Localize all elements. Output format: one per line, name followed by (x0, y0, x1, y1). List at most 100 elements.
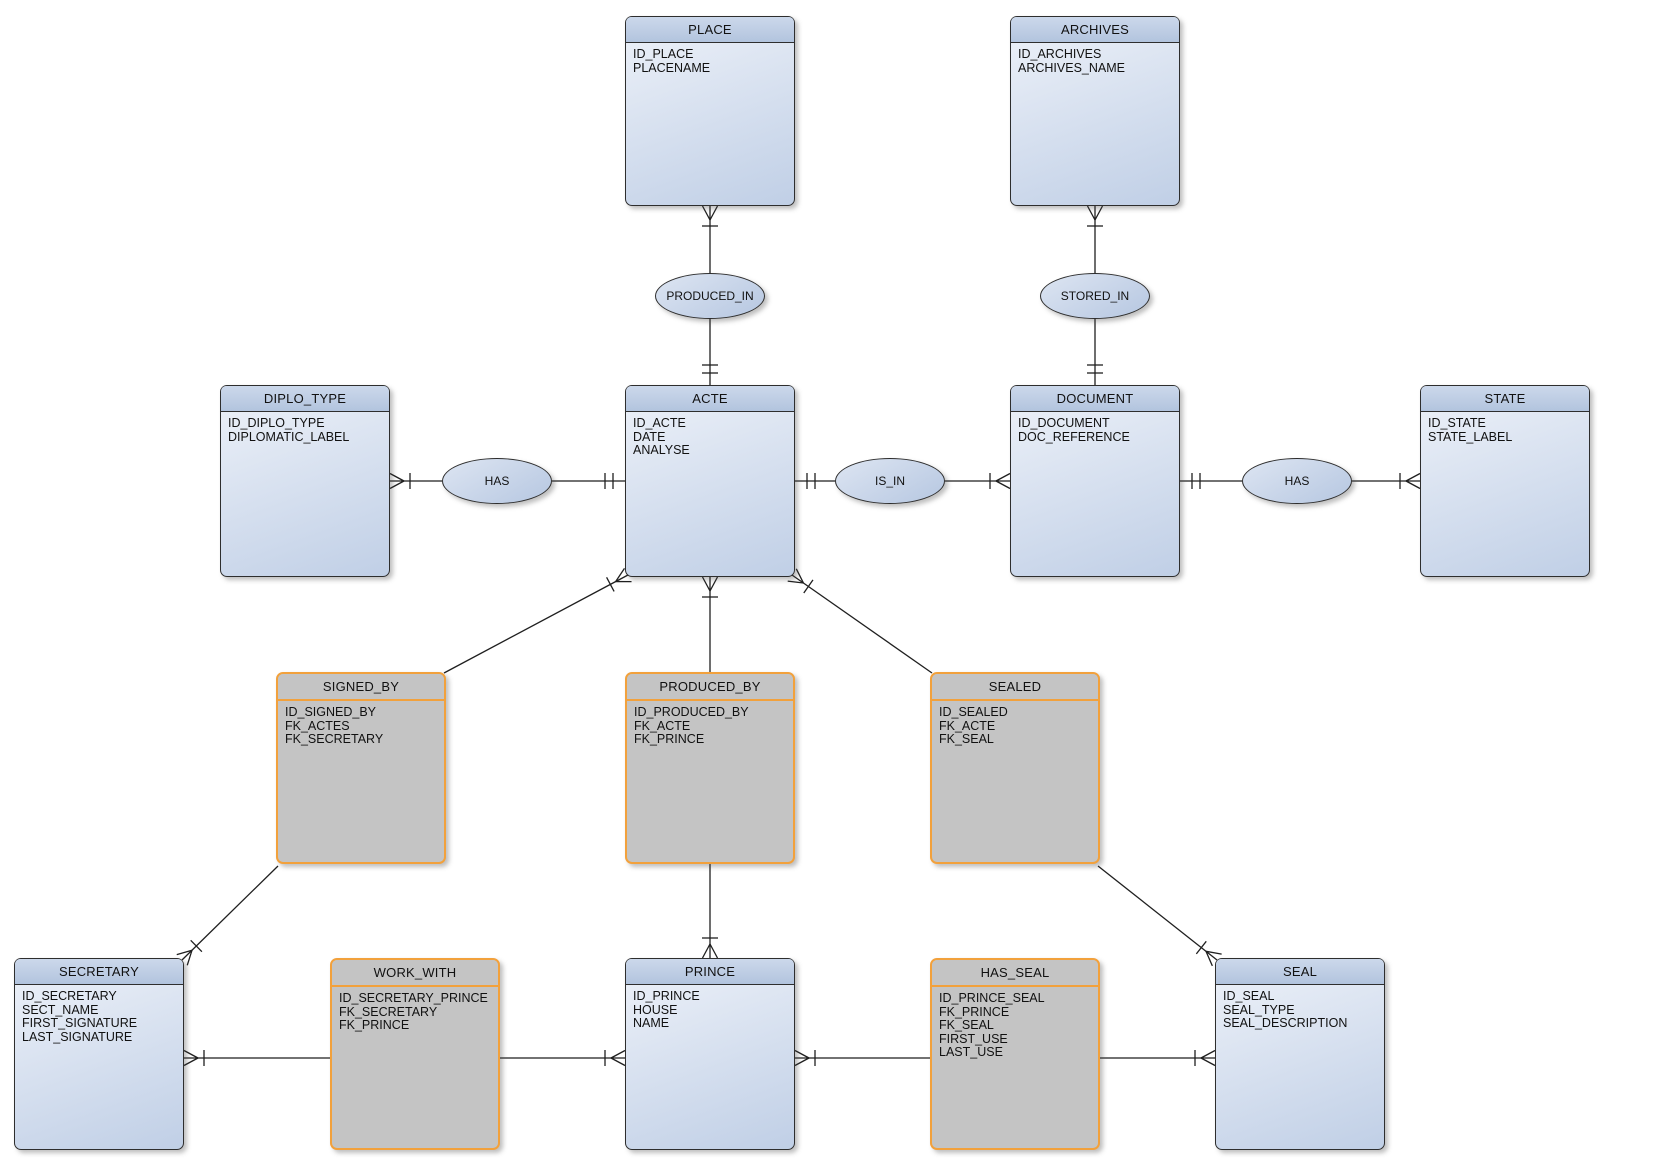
entity-header: HAS_SEAL (932, 960, 1098, 987)
entity-attribute: ID_SECRETARY (22, 989, 117, 1003)
entity-header: DIPLO_TYPE (221, 386, 389, 412)
entity-title: DOCUMENT (1056, 391, 1134, 406)
entity-attribute: ID_DIPLO_TYPE (228, 416, 325, 430)
entity-attribute: ID_PLACE (633, 47, 694, 61)
entity-attribute: ID_PRODUCED_BY (634, 705, 749, 719)
entity-attribute: SEAL_TYPE (1223, 1002, 1295, 1017)
entity-attribute: PLACENAME (633, 60, 711, 75)
entity-title: HAS_SEAL (980, 965, 1050, 980)
entity-attribute: ID_PRINCE (633, 989, 700, 1003)
entity-attribute: FK_ACTES (285, 718, 350, 733)
relationship-label: STORED_IN (1060, 289, 1130, 303)
entity-attribute: SEAL_DESCRIPTION (1223, 1016, 1348, 1030)
entity-attribute: STATE_LABEL (1428, 429, 1513, 444)
entity-attribute: ID_SIGNED_BY (285, 705, 377, 719)
entity-title: ARCHIVES (1060, 22, 1130, 37)
entity-header: STATE (1421, 386, 1589, 412)
entity-attribute: DIPLOMATIC_LABEL (228, 429, 350, 444)
entity-header: SEAL (1216, 959, 1384, 985)
entity-attribute: FIRST_SIGNATURE (22, 1016, 138, 1030)
entity-attribute: DOC_REFERENCE (1018, 429, 1130, 444)
entity-attribute: ID_ARCHIVES (1018, 47, 1102, 61)
entity-header: SECRETARY (15, 959, 183, 985)
entity-attribute: HOUSE (633, 1002, 678, 1017)
entity-attribute: LAST_SIGNATURE (22, 1029, 133, 1044)
entity-title: SECRETARY (58, 964, 140, 979)
entity-title: SIGNED_BY (322, 679, 400, 694)
relationship-is_in[interactable]: IS_IN (835, 458, 945, 504)
entity-attribute: FK_PRINCE (634, 732, 705, 746)
entity-attribute: FK_PRINCE (939, 1004, 1010, 1019)
entity-header: ACTE (626, 386, 794, 412)
entity-title: STATE (1484, 391, 1526, 406)
entity-attribute: FK_SECRETARY (285, 732, 384, 746)
entity-attribute: FK_ACTE (939, 718, 996, 733)
entity-attribute: SECT_NAME (22, 1002, 99, 1017)
relationship-has_state[interactable]: HAS (1242, 458, 1352, 504)
entity-attribute: FK_ACTE (634, 718, 691, 733)
entity-attribute: LAST_USE (939, 1045, 1003, 1059)
entity-attribute: FK_SEAL (939, 732, 994, 746)
entity-title: PLACE (688, 22, 732, 37)
entity-header: WORK_WITH (332, 960, 498, 987)
entity-attribute: ID_DOCUMENT (1018, 416, 1110, 430)
entity-title: PRINCE (684, 964, 736, 979)
relationship-stored_in[interactable]: STORED_IN (1040, 273, 1150, 319)
entity-attribute: ID_SECRETARY_PRINCE (339, 991, 488, 1005)
relationship-label: PRODUCED_IN (666, 289, 754, 303)
entity-title: DIPLO_TYPE (263, 391, 347, 406)
entity-attribute: FIRST_USE (939, 1031, 1008, 1046)
entity-title: SEAL (1282, 964, 1318, 979)
relationship-label: HAS (484, 474, 510, 488)
entity-attribute: FK_SECRETARY (339, 1004, 438, 1019)
entity-title: ACTE (692, 391, 728, 406)
relationship-label: IS_IN (874, 474, 905, 488)
relationship-label: HAS (1284, 474, 1310, 488)
entity-header: PRODUCED_BY (627, 674, 793, 701)
entity-header: ARCHIVES (1011, 17, 1179, 43)
entity-title: WORK_WITH (373, 965, 457, 980)
entity-header: SIGNED_BY (278, 674, 444, 701)
entity-attribute: ARCHIVES_NAME (1018, 60, 1125, 75)
entity-attribute: FK_PRINCE (339, 1018, 410, 1032)
entity-header: PLACE (626, 17, 794, 43)
entity-title: SEALED (988, 679, 1042, 694)
entity-attribute: ID_STATE (1428, 416, 1486, 430)
relationship-produced_in[interactable]: PRODUCED_IN (655, 273, 765, 319)
relationship-has_diplo[interactable]: HAS (442, 458, 552, 504)
entity-title: PRODUCED_BY (659, 679, 761, 694)
entity-header: DOCUMENT (1011, 386, 1179, 412)
entity-attribute: DATE (633, 429, 666, 444)
entity-attribute: ANALYSE (633, 443, 690, 457)
entity-header: SEALED (932, 674, 1098, 701)
entity-attribute: NAME (633, 1016, 670, 1030)
entity-header: PRINCE (626, 959, 794, 985)
